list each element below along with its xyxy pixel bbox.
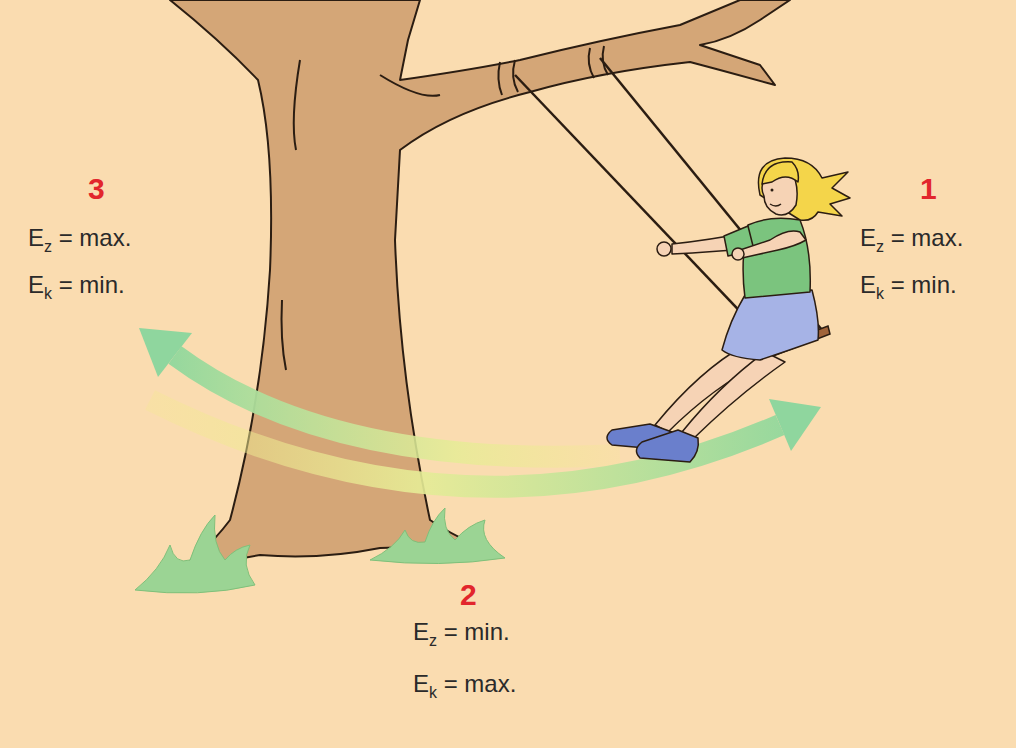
- arm: [740, 231, 806, 258]
- subscript: k: [429, 684, 437, 701]
- energy-label: Ek = min.: [28, 273, 125, 297]
- motion-arrows: [139, 328, 821, 487]
- energy-label: Ez = min.: [413, 620, 510, 644]
- subscript: k: [44, 285, 52, 302]
- bark-line: [294, 60, 300, 150]
- callout-number: 3: [88, 174, 105, 204]
- branch-line: [380, 75, 440, 96]
- rope: [515, 75, 772, 345]
- bark-line: [589, 48, 594, 78]
- callout-number: 2: [460, 580, 477, 610]
- subscript: z: [429, 632, 437, 649]
- mouth: [770, 204, 781, 206]
- eye: [771, 189, 774, 192]
- symbol: E: [28, 224, 44, 251]
- grass-tuft: [135, 515, 255, 593]
- subscript: z: [876, 238, 884, 255]
- value: = min.: [437, 618, 510, 645]
- bark-line: [498, 62, 502, 95]
- hand: [732, 248, 744, 260]
- symbol: E: [860, 271, 876, 298]
- value: = max.: [52, 224, 131, 251]
- subscript: k: [876, 285, 884, 302]
- rope: [600, 58, 822, 330]
- value: = min.: [884, 271, 957, 298]
- energy-label: Ez = max.: [28, 226, 131, 250]
- energy-label: Ek = max.: [413, 672, 516, 696]
- leg: [682, 352, 785, 438]
- symbol: E: [860, 224, 876, 251]
- value: = max.: [884, 224, 963, 251]
- value: = min.: [52, 271, 125, 298]
- girl: [607, 158, 850, 462]
- arrowhead: [769, 399, 821, 451]
- arrowhead: [139, 328, 192, 377]
- subscript: z: [44, 238, 52, 255]
- value: = max.: [437, 670, 516, 697]
- hand: [657, 242, 671, 256]
- shoe: [636, 430, 698, 462]
- symbol: E: [413, 618, 429, 645]
- shirt: [743, 218, 810, 298]
- callout-number: 1: [920, 174, 937, 204]
- hair: [758, 158, 850, 220]
- grass: [135, 508, 505, 593]
- bark-line: [282, 300, 287, 370]
- grass-tuft: [370, 508, 505, 564]
- symbol: E: [413, 670, 429, 697]
- energy-label: Ek = min.: [860, 273, 957, 297]
- fringe: [762, 162, 798, 184]
- symbol: E: [28, 271, 44, 298]
- skirt: [722, 290, 818, 360]
- energy-label: Ez = max.: [860, 226, 963, 250]
